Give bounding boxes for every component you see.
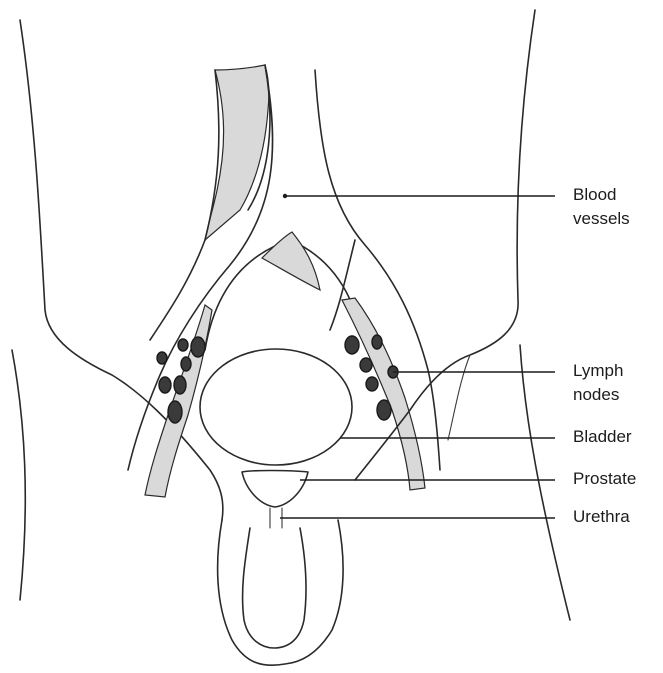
body-outline bbox=[12, 10, 570, 620]
label-bladder: Bladder bbox=[573, 427, 632, 446]
penis-outline bbox=[218, 520, 343, 665]
lymph-vessel-right bbox=[342, 298, 425, 490]
label-lymph-nodes-line2: nodes bbox=[573, 385, 619, 404]
prostate bbox=[242, 471, 308, 508]
vessel-branch-hatched bbox=[262, 232, 320, 290]
bladder bbox=[200, 349, 352, 465]
label-blood-vessels-line1: Blood bbox=[573, 185, 616, 204]
label-prostate: Prostate bbox=[573, 469, 636, 488]
labels: Blood vessels Lymph nodes Bladder Prosta… bbox=[573, 185, 636, 526]
label-blood-vessels-line2: vessels bbox=[573, 209, 630, 228]
label-lymph-nodes-line1: Lymph bbox=[573, 361, 623, 380]
label-urethra: Urethra bbox=[573, 507, 630, 526]
